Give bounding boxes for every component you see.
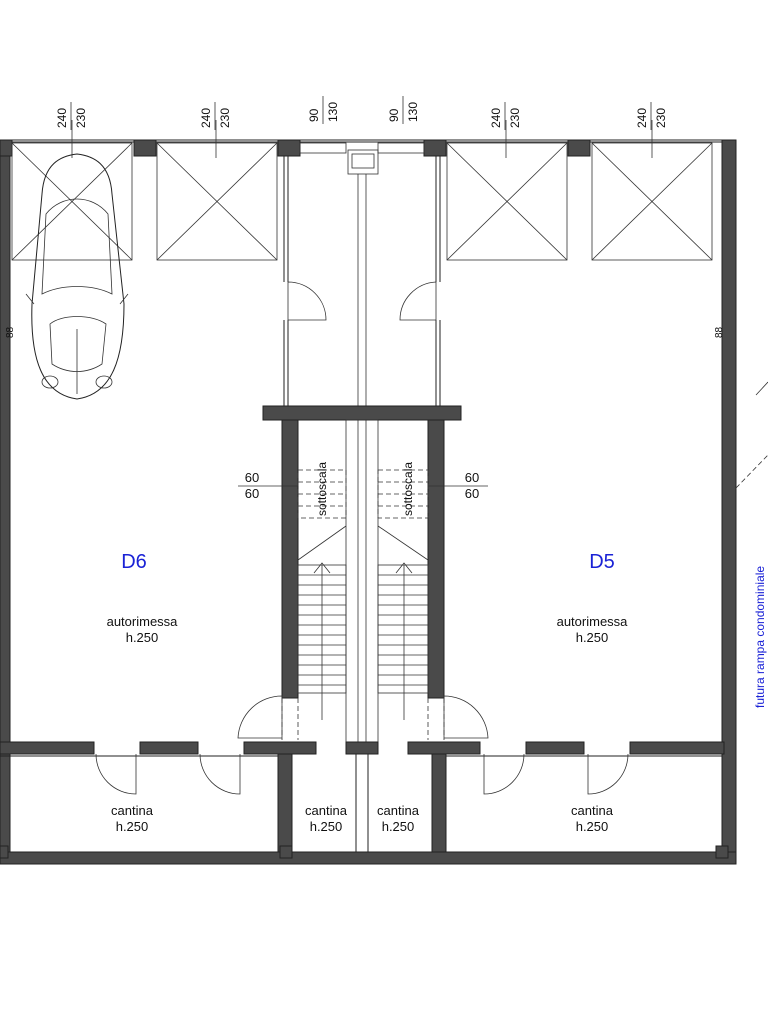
window-4-height: 130 xyxy=(406,102,420,122)
cellar-1-label: cantina xyxy=(111,803,154,818)
opening-right-top: 60 xyxy=(465,470,479,485)
opening-dims-right: 60 60 xyxy=(428,470,488,501)
window-6-width: 240 xyxy=(635,108,649,128)
cellar-2-height: h.250 xyxy=(310,819,343,834)
understair-left-label: sottoscala xyxy=(315,462,329,516)
opening-dims-left: 60 60 xyxy=(238,470,298,501)
cellar-4-height: h.250 xyxy=(576,819,609,834)
pillar-mark-left: 88 xyxy=(5,326,16,338)
unit-code-d6: D6 xyxy=(121,551,147,573)
car-symbol xyxy=(25,153,129,400)
ramp-edge xyxy=(735,454,768,489)
window-4-width: 90 xyxy=(387,108,401,122)
stair-treads-right xyxy=(378,562,428,720)
cellar-1-height: h.250 xyxy=(116,819,149,834)
window-5-height: 230 xyxy=(508,108,522,128)
unit-code-d5: D5 xyxy=(589,551,615,573)
outer-walls xyxy=(0,139,737,865)
cellar-2-label: cantina xyxy=(305,803,348,818)
window-5-width: 240 xyxy=(489,108,503,128)
understair-right-label: sottoscala xyxy=(401,462,415,516)
cellar-walls xyxy=(0,741,729,859)
stair-core xyxy=(237,156,489,743)
cellar-4-label: cantina xyxy=(571,803,614,818)
window-dimensions: 240 230 240 230 90 130 90 130 240 230 24… xyxy=(55,96,668,158)
cellar-3-label: cantina xyxy=(377,803,420,818)
garage-height-d6: h.250 xyxy=(126,630,159,645)
garage-height-d5: h.250 xyxy=(576,630,609,645)
opening-left-bottom: 60 xyxy=(245,486,259,501)
window-1-height: 230 xyxy=(74,108,88,128)
garage-label-d5: autorimessa xyxy=(557,614,629,629)
garage-label-d6: autorimessa xyxy=(107,614,179,629)
stair-treads-left xyxy=(298,562,346,720)
window-2-height: 230 xyxy=(218,108,232,128)
window-3-height: 130 xyxy=(326,102,340,122)
window-6-height: 230 xyxy=(654,108,668,128)
window-2-width: 240 xyxy=(199,108,213,128)
pillar-mark-right: 88 xyxy=(714,326,725,338)
cellar-3-height: h.250 xyxy=(382,819,415,834)
ramp-note: futura rampa condominiale xyxy=(753,566,767,708)
opening-left-top: 60 xyxy=(245,470,259,485)
opening-right-bottom: 60 xyxy=(465,486,479,501)
window-3-width: 90 xyxy=(307,108,321,122)
window-1-width: 240 xyxy=(55,108,69,128)
